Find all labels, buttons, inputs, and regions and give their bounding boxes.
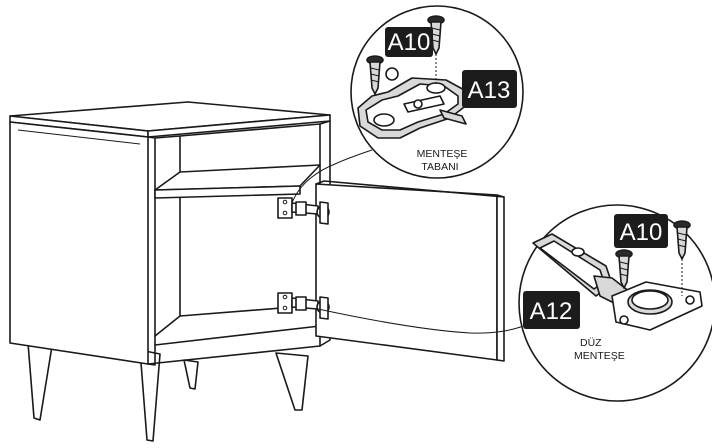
leader-line-lower	[317, 308, 529, 334]
detail-circle-hinge-plate: A10 A13 MENTEŞE TABANI	[350, 5, 524, 179]
caption-straight-hinge-line1: DÜZ	[580, 337, 602, 349]
cabinet-door	[315, 180, 505, 362]
lower-hinge	[277, 292, 330, 320]
detail-circle-straight-hinge: A10 A12 DÜZ MENTEŞE	[518, 204, 712, 402]
upper-hinge	[277, 197, 330, 225]
screw-icon	[427, 15, 445, 55]
caption-hinge-plate-line1: MENTEŞE	[417, 148, 468, 160]
caption-straight-hinge-line2: MENTEŞE	[574, 350, 625, 362]
legs	[27, 342, 309, 442]
cabinet	[9, 101, 331, 442]
badge-a10-top: A10	[385, 27, 433, 57]
screw-icon	[615, 249, 633, 289]
badge-a10-bottom: A10	[614, 214, 668, 248]
badge-a13: A13	[462, 70, 517, 108]
screw-icon	[673, 220, 691, 260]
badge-a12: A12	[523, 291, 580, 329]
svg-text:A10: A10	[620, 219, 663, 246]
cabinet-left-side	[9, 121, 149, 365]
svg-text:A13: A13	[468, 77, 511, 104]
svg-text:A12: A12	[530, 298, 573, 325]
caption-hinge-plate-line2: TABANI	[421, 161, 458, 173]
leader-line-upper	[291, 149, 373, 204]
screw-icon	[366, 55, 384, 95]
svg-text:A10: A10	[388, 29, 431, 56]
